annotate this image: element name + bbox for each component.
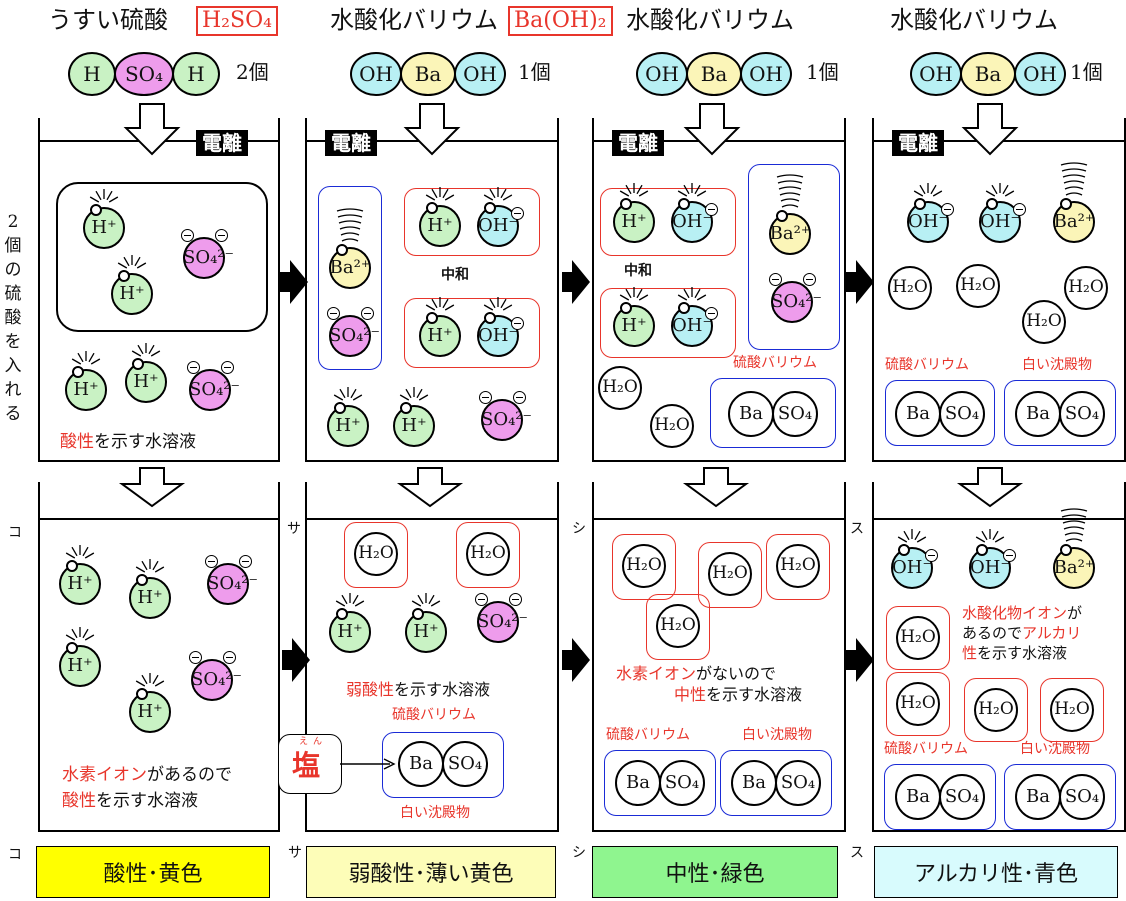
legend-label: アルカリ性･青色: [914, 856, 1078, 888]
legend-neutral: 中性･緑色: [592, 846, 838, 898]
legend-letter: ス: [850, 846, 864, 860]
down-arrow-icon: [126, 104, 178, 154]
legend-acidic: 酸性･黄色: [36, 846, 270, 898]
legend-label: 酸性･黄色: [103, 856, 202, 888]
down-arrow-icon: [964, 104, 1016, 154]
down-arrow-icon: [400, 468, 460, 506]
legend-letter: シ: [572, 846, 586, 860]
down-arrow-icon: [960, 468, 1020, 506]
right-arrow-icon: [846, 260, 874, 304]
down-arrow-icon: [686, 468, 746, 506]
down-arrow-icon: [122, 468, 182, 506]
right-arrows: [280, 260, 874, 682]
legend-label: 弱酸性･薄い黄色: [348, 856, 513, 888]
right-arrow-icon: [562, 260, 590, 304]
right-arrow-icon: [846, 638, 874, 682]
right-arrow-icon: [562, 638, 590, 682]
legend-alkaline: アルカリ性･青色: [874, 846, 1118, 898]
down-arrow-icon: [686, 104, 738, 154]
legend-label: 中性･緑色: [665, 856, 764, 888]
legend-letter: サ: [288, 846, 302, 860]
legend-letter: コ: [8, 848, 22, 862]
down-arrows: [122, 104, 1020, 506]
down-arrow-icon: [406, 104, 458, 154]
legend-weak-acidic: 弱酸性･薄い黄色: [306, 846, 556, 898]
right-arrow-icon: [280, 260, 308, 304]
right-arrow-icon: [282, 638, 310, 682]
